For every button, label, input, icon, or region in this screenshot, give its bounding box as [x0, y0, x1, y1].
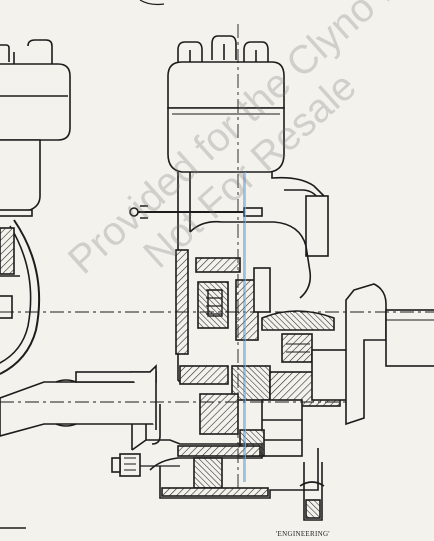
centre-lines	[0, 24, 434, 488]
tapered-shaft	[0, 364, 157, 437]
distributor-cap	[167, 35, 285, 173]
left-distributor-partial	[0, 39, 71, 375]
figure-credit: 'ENGINEERING'	[276, 530, 330, 538]
top-fragment	[139, 0, 165, 6]
distributor-body	[111, 172, 349, 521]
right-bracket	[345, 283, 434, 426]
